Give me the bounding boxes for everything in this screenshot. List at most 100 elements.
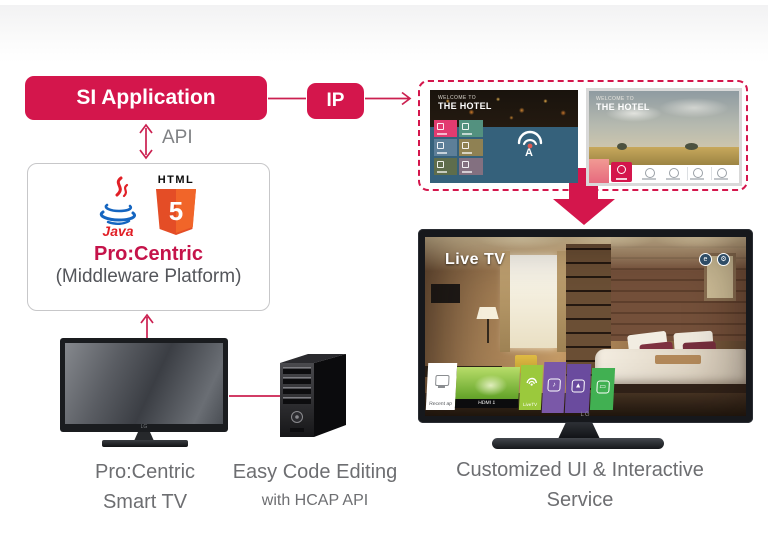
menu-divider xyxy=(687,167,688,180)
screen2-menu-bar xyxy=(589,159,739,183)
menu-icon xyxy=(693,168,703,178)
java-wordmark: Java xyxy=(102,223,133,239)
screen2-welcome-text: WELCOME TO xyxy=(596,96,634,102)
launcher-recent-tile: Recent ap xyxy=(425,363,458,410)
tv-stand-neck xyxy=(134,432,154,441)
tile-icon xyxy=(437,123,444,130)
landscape-field xyxy=(589,147,739,165)
tv-stand-icon xyxy=(437,386,446,388)
tile-icon xyxy=(462,123,469,130)
music-note-icon: ♪ xyxy=(547,378,561,392)
server-tower-icon xyxy=(280,354,346,437)
tile-slate xyxy=(434,139,457,156)
lamp-icon xyxy=(476,306,499,320)
api-label: API xyxy=(162,127,193,148)
active-ring-icon xyxy=(617,165,626,174)
livetv-label: LiveTV xyxy=(522,402,538,407)
tv-stand-base xyxy=(102,440,188,447)
antenna-mast-letter: A xyxy=(525,147,533,159)
procentric-smart-tv: LG xyxy=(60,338,228,450)
tile-pink xyxy=(434,120,457,137)
tree-silhouette xyxy=(685,143,698,150)
pillow-gold xyxy=(655,354,701,364)
tile-label-bar xyxy=(462,171,472,173)
caption-line: Service xyxy=(546,489,614,511)
background-gradient xyxy=(0,5,768,63)
deploy-arrow-icon xyxy=(553,199,615,225)
active-label-bar xyxy=(616,178,627,180)
smart-tv-icon: ▭ xyxy=(595,380,610,394)
caption-line: Easy Code Editing xyxy=(232,461,398,483)
tile-teal xyxy=(459,120,483,137)
html5-digit: 5 xyxy=(169,196,183,226)
customized-ui-tv: Live TV e ⚙ Recent ap HDMI 1 LiveTV ♪ xyxy=(418,229,753,450)
tile-icon xyxy=(437,142,444,149)
html-wordmark: HTML xyxy=(158,174,195,186)
language-icon: e xyxy=(699,253,712,266)
bed xyxy=(595,330,746,393)
middleware-title: Pro:Centric xyxy=(94,243,203,265)
menu-tile-salmon xyxy=(589,159,609,183)
settings-gear-icon: ⚙ xyxy=(717,253,730,266)
screen1-welcome-text: WELCOME TO xyxy=(438,95,476,101)
launcher-photo-tile: ▲ xyxy=(564,364,592,413)
tv-stand-base xyxy=(492,438,664,449)
tile-olive xyxy=(459,139,483,156)
lg-logo: LG xyxy=(140,424,148,430)
ip-button: IP xyxy=(307,83,364,119)
menu-tile-active xyxy=(611,162,632,182)
menu-label-bar xyxy=(714,178,728,180)
lg-logo: LG xyxy=(580,412,591,418)
caption-code-editing: Easy Code Editing with HCAP API xyxy=(215,461,415,510)
recent-label: Recent ap xyxy=(429,401,453,407)
preview-screen-landscape-ui: WELCOME TO THE HOTEL xyxy=(586,88,742,186)
ip-to-preview-arrow-icon xyxy=(365,91,412,106)
bed-frame xyxy=(598,384,746,393)
screen1-tile-grid xyxy=(434,120,483,175)
caption-smart-tv: Pro:Centric Smart TV xyxy=(40,461,250,513)
window-sheer-curtain xyxy=(505,254,557,348)
tree-silhouette xyxy=(617,143,627,150)
middleware-subtitle: (Middleware Platform) xyxy=(55,266,242,287)
tile-label-bar xyxy=(437,152,447,154)
launcher-livetv-tile: LiveTV xyxy=(518,365,544,410)
caption-line: Pro:Centric xyxy=(94,461,196,483)
lamp-stem xyxy=(486,319,489,343)
preview-screen-grid-ui: WELCOME TO THE HOTEL A xyxy=(430,90,578,183)
tv-stand-neck xyxy=(558,423,600,439)
tile-green xyxy=(434,158,457,175)
caption-service: Customized UI & Interactive Service xyxy=(420,459,740,511)
screen1-hotel-title: THE HOTEL xyxy=(438,101,492,111)
tile-icon xyxy=(437,161,444,168)
caption-line: Smart TV xyxy=(102,491,188,513)
launcher-media-tile: ▭ xyxy=(589,368,616,410)
tile-label-bar xyxy=(462,133,472,135)
caption-line: with HCAP API xyxy=(261,492,369,509)
landscape-sky xyxy=(589,91,739,147)
menu-label-bar xyxy=(642,178,656,180)
tv-outline-icon xyxy=(435,375,450,386)
screen2-hotel-title: THE HOTEL xyxy=(596,102,650,112)
tv-screen-off xyxy=(65,343,223,424)
wall-tv xyxy=(431,283,461,304)
html5-logo-icon: HTML 5 xyxy=(156,174,196,235)
curtain xyxy=(556,251,567,352)
si-application-button: SI Application xyxy=(25,76,267,120)
hdmi-label: HDMI 1 xyxy=(454,399,519,408)
tile-mauve xyxy=(459,158,483,175)
photo-icon: ▲ xyxy=(571,379,585,393)
live-tv-badge: Live TV xyxy=(445,251,506,268)
menu-icon xyxy=(669,168,679,178)
si-application-label: SI Application xyxy=(76,86,216,109)
launcher-hdmi-thumbnail: HDMI 1 xyxy=(454,367,521,408)
tile-label-bar xyxy=(462,152,472,154)
curtain xyxy=(500,251,511,352)
broadcast-antenna-icon xyxy=(517,130,543,149)
api-double-arrow-icon xyxy=(139,123,153,160)
antenna-icon xyxy=(526,377,537,386)
tv-to-middleware-arrow-icon xyxy=(140,313,154,338)
tile-icon xyxy=(462,161,469,168)
menu-label-bar xyxy=(690,178,704,180)
java-logo-icon: Java xyxy=(99,176,136,239)
